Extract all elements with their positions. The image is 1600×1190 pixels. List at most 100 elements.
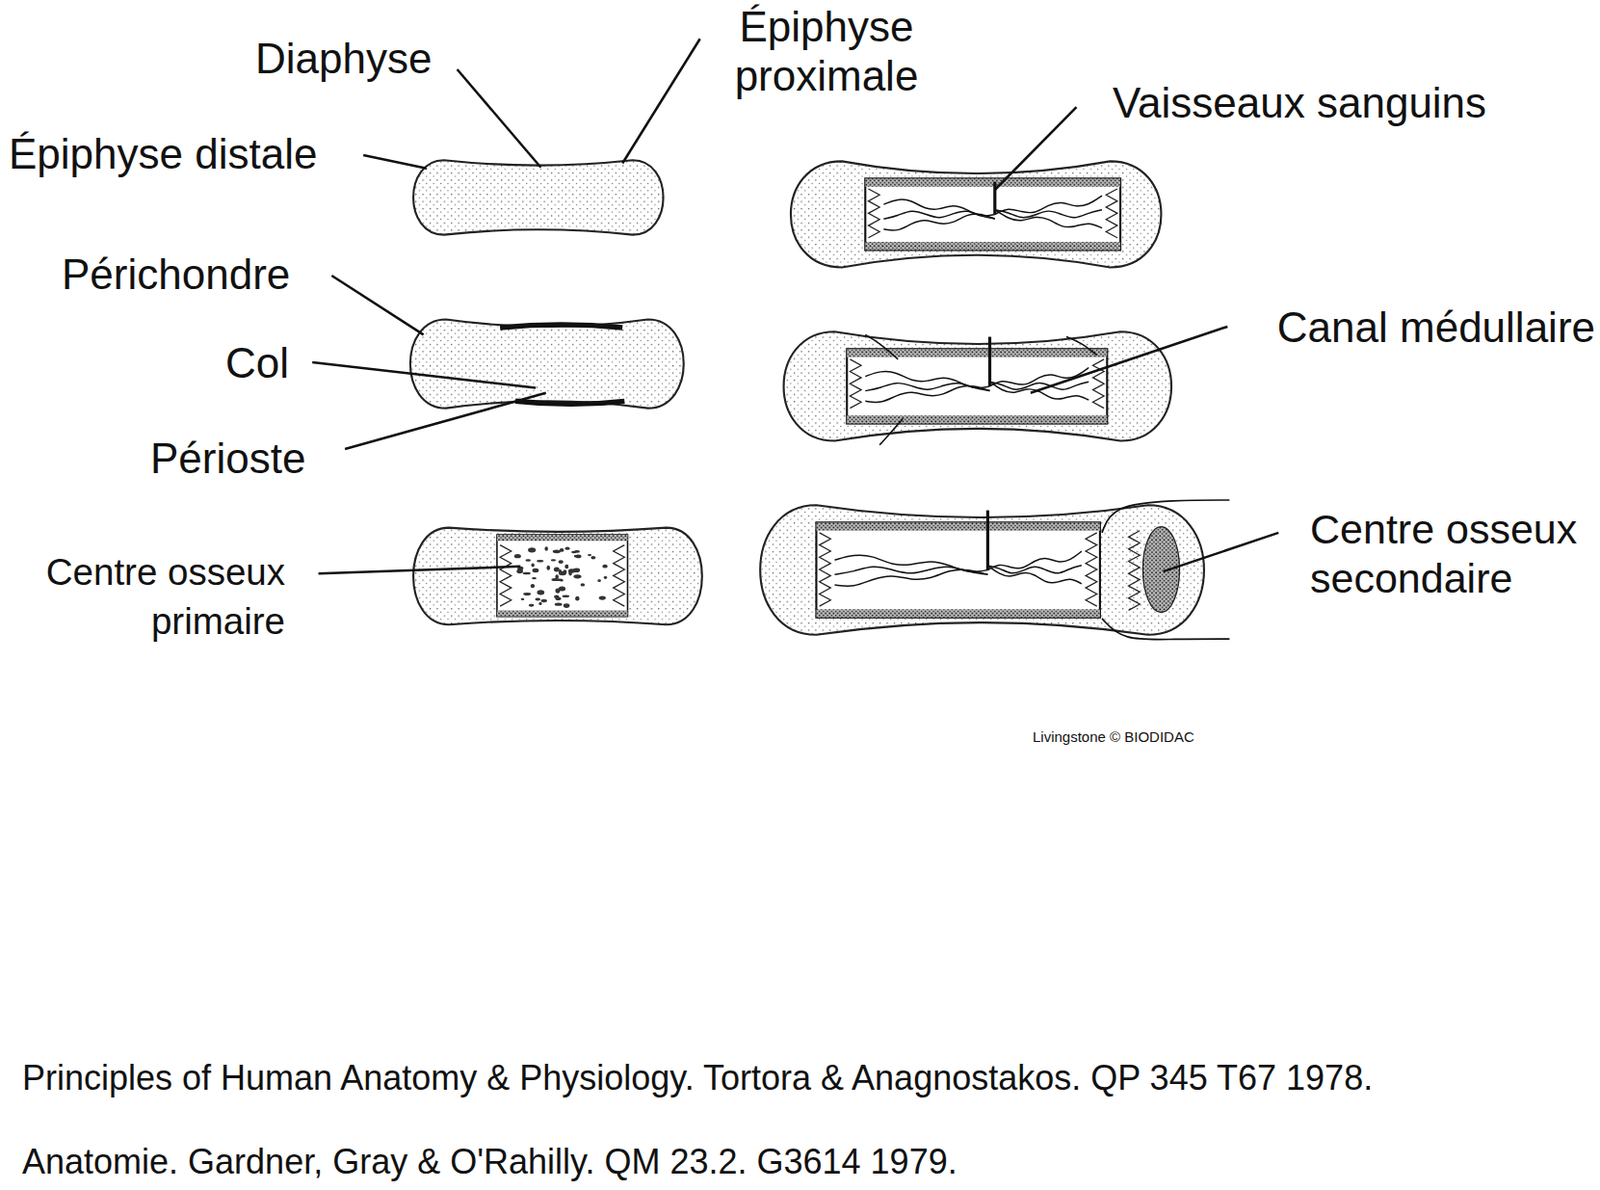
diaphysis-region	[815, 522, 1100, 618]
bone-spicule	[554, 597, 561, 602]
trabecular-edge	[1092, 359, 1104, 409]
trabecular-edge	[867, 188, 880, 238]
vessel-line	[865, 385, 990, 402]
leader-line	[622, 38, 700, 163]
vessel-line	[993, 182, 997, 215]
bone-spicule	[558, 571, 567, 576]
bone-spicule	[553, 577, 562, 580]
bone-spicule	[544, 546, 548, 551]
leader-line	[1030, 326, 1228, 394]
part-label: Canal médullaire	[1277, 301, 1596, 353]
trabecular-edge	[819, 532, 832, 606]
leader-line	[331, 275, 423, 335]
bone-spicule	[530, 562, 534, 567]
periosteal-collar	[846, 415, 1107, 423]
part-label: Épiphyse distale	[8, 128, 317, 180]
leader-line	[312, 362, 536, 388]
bone-spicule	[580, 582, 586, 586]
bone-spicule	[553, 566, 560, 572]
vessel-line	[987, 565, 1081, 574]
vessel-line	[835, 566, 989, 575]
bone-outline	[410, 319, 684, 409]
reference: Principles of Human Anatomy & Physiology…	[22, 1056, 1373, 1099]
bone-spicule	[587, 553, 592, 556]
bone-spicule	[603, 576, 607, 579]
part-label: Vaisseaux sanguins	[1112, 77, 1487, 129]
bone-spicule	[563, 603, 571, 608]
bone-spicule	[521, 598, 525, 601]
bone-spicule	[528, 603, 535, 607]
bone-outline	[760, 504, 1205, 635]
watermark: Livingstone © BIODIDAC	[1032, 728, 1195, 746]
diaphysis-region	[846, 348, 1107, 423]
leader-line	[995, 106, 1077, 190]
bone-spicule	[514, 553, 522, 558]
vessel-line	[879, 418, 903, 446]
vessel-line	[995, 209, 1102, 229]
bone-spicule	[590, 555, 596, 559]
part-label: Centre osseux secondaire	[1310, 504, 1596, 604]
trabecular-edge	[1105, 188, 1118, 238]
bone-spicule	[558, 585, 566, 591]
bone-spicule	[573, 567, 580, 573]
bone-spicule	[562, 594, 571, 598]
bone-outline	[413, 159, 663, 235]
bone-spicule	[575, 596, 579, 602]
bone-spicule	[532, 568, 540, 573]
bone-spicule	[531, 577, 537, 579]
bone-spicule	[523, 572, 531, 576]
vessel-line	[986, 510, 990, 571]
bone-spicule	[602, 564, 607, 569]
bone-spicule	[536, 589, 545, 595]
bone-spicule	[564, 564, 569, 570]
periosteum-band	[499, 324, 623, 328]
bone-outline	[413, 527, 703, 626]
trabecular-edge	[499, 545, 512, 607]
vessel-line	[987, 565, 1081, 584]
vessel-line	[1066, 337, 1098, 356]
bone-spicule	[568, 570, 573, 576]
vessel-line	[865, 334, 898, 359]
vessel-line	[990, 381, 1090, 390]
primary-center	[497, 534, 629, 617]
vessel-line	[835, 569, 989, 586]
vessel-line	[883, 210, 995, 219]
bone-spicule	[599, 595, 606, 600]
vessel-line	[995, 209, 1102, 218]
bone-spicule	[523, 592, 531, 596]
leader-line	[363, 155, 427, 169]
diaphysis-region	[865, 178, 1121, 250]
periosteal-collar	[815, 522, 1100, 530]
bone-spicule	[558, 559, 564, 564]
bones	[410, 159, 1231, 639]
periosteum-band	[515, 400, 625, 404]
bone-spicule	[550, 558, 556, 561]
bone-spicule	[546, 565, 551, 571]
leader-line	[1163, 532, 1280, 572]
leader-line	[344, 393, 547, 449]
trabecular-edge	[1085, 532, 1098, 606]
vessel-line	[1101, 499, 1230, 533]
vessel-line	[1101, 618, 1230, 640]
bone-outline	[784, 331, 1172, 441]
trabecular-edge	[849, 359, 862, 409]
vessel-line	[988, 337, 992, 387]
part-label: Col	[225, 337, 289, 389]
bone-spicule	[554, 602, 563, 605]
part-label: Centre osseux primaire	[0, 547, 286, 646]
periosteal-collar	[815, 608, 1100, 617]
bone-outline	[790, 160, 1161, 267]
periosteal-collar	[865, 241, 1121, 250]
periosteal-collar	[865, 178, 1121, 186]
trabecular-edge	[613, 545, 626, 607]
bone-spicule	[538, 602, 542, 605]
bone-spicule	[530, 583, 535, 588]
bone-spicule	[597, 578, 602, 582]
reference: Anatomie. Gardner, Gray & O'Rahilly. QM …	[22, 1140, 958, 1182]
bone-spicule	[574, 574, 582, 578]
bone-spicule	[527, 547, 536, 552]
bone-spicule	[524, 558, 531, 561]
trabecular-edge	[1128, 530, 1141, 611]
bone-spicule	[552, 549, 561, 553]
